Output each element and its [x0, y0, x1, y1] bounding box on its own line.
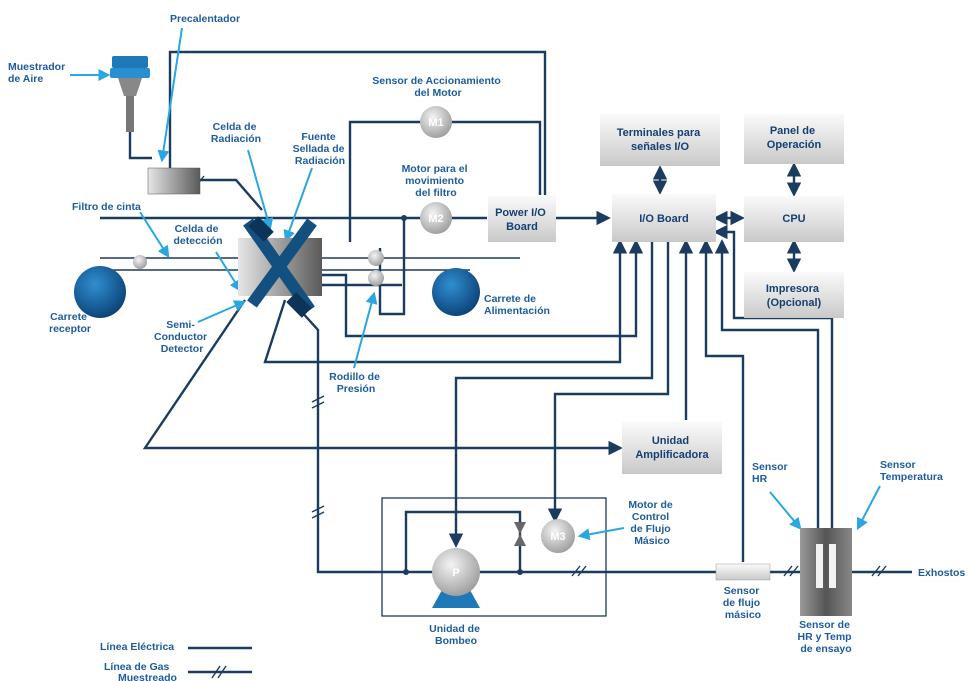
amplifier-label: Unidad Amplificadora — [635, 435, 709, 461]
label-motor-sensor: Sensor de Accionamiento del Motor — [372, 75, 503, 99]
label-flow-control-motor: Motor de Control de Flujo Másico — [628, 499, 675, 547]
take-up-reel-icon — [74, 266, 126, 318]
label-detection-cell: Celda de detección — [173, 223, 222, 247]
control-panel-box — [744, 114, 844, 164]
label-semiconductor: Semi- Conductor Detector — [154, 319, 210, 355]
power-io-board-label: Power I/O Board — [495, 207, 549, 233]
motor-m1-icon — [420, 106, 452, 138]
io-board-label: I/O Board — [639, 213, 689, 225]
label-mass-flow-sensor: Sensor de flujo másico — [723, 585, 763, 621]
motor-m3-icon — [541, 519, 575, 553]
label-pump-unit: Unidad de Bombeo — [429, 623, 483, 647]
motor-m3-label: M3 — [550, 531, 565, 543]
air-sampler-icon — [110, 56, 150, 132]
label-filter-tape: Filtro de cinta — [72, 201, 141, 213]
terminals-box — [600, 114, 720, 166]
tape-roller-icon — [133, 255, 147, 269]
label-hr-temp-sensor: Sensor de HR y Temp de ensayo — [798, 619, 855, 655]
label-supply-reel: Carrete de Alimentación — [484, 293, 550, 317]
label-preheater: Precalentador — [170, 13, 240, 25]
callout-lines — [70, 27, 881, 541]
pump-label: P — [452, 567, 459, 579]
motor-m2-icon — [420, 202, 452, 234]
label-pressure-roller: Rodillo de Presión — [329, 371, 383, 395]
printer-label: Impresora (Opcional) — [766, 283, 822, 309]
legend-gas-label: Línea de Gas Muestreado — [104, 661, 177, 681]
label-sealed-source: Fuente Sellada de Radiación — [293, 131, 348, 167]
pressure-roller-icon — [368, 250, 384, 266]
motor-m2-label: M2 — [428, 213, 443, 225]
label-take-up-reel: Carrete receptor — [49, 311, 91, 335]
terminals-label: Terminales para señales I/O — [617, 127, 704, 153]
hr-temp-sensor-icon — [800, 528, 852, 616]
pump-icon — [432, 548, 480, 608]
radiation-cell-icon — [238, 216, 322, 318]
label-filter-motor: Motor para el movimiento del filtro — [402, 163, 471, 199]
cpu-label: CPU — [782, 213, 805, 225]
label-temperature-sensor: Sensor Temperatura — [880, 459, 943, 483]
pump-unit-frame — [381, 497, 607, 617]
label-air-sampler: Muestrador de Aire — [8, 61, 68, 85]
label-exhaust: Exhostos — [918, 567, 965, 579]
legend: Línea Eléctrica Línea de Gas Muestreado — [100, 641, 252, 681]
amplifier-box — [622, 422, 722, 474]
mass-flow-sensor-block — [715, 563, 771, 581]
io-board-box — [612, 194, 716, 242]
preheater-block — [147, 167, 201, 195]
supply-reel-icon — [432, 268, 480, 316]
legend-electric-label: Línea Eléctrica — [100, 641, 174, 653]
pressure-roller-lower-icon — [368, 270, 384, 286]
connection-lines — [100, 50, 912, 577]
power-io-board-box — [488, 196, 556, 242]
motor-m1-label: M1 — [428, 117, 443, 129]
valve-icon — [514, 522, 526, 546]
label-hr-sensor: Sensor HR — [752, 461, 791, 485]
cpu-box — [744, 196, 844, 242]
control-panel-label: Panel de Operación — [767, 125, 822, 151]
printer-box — [744, 272, 844, 318]
label-radiation-cell: Celda de Radiación — [211, 121, 261, 145]
